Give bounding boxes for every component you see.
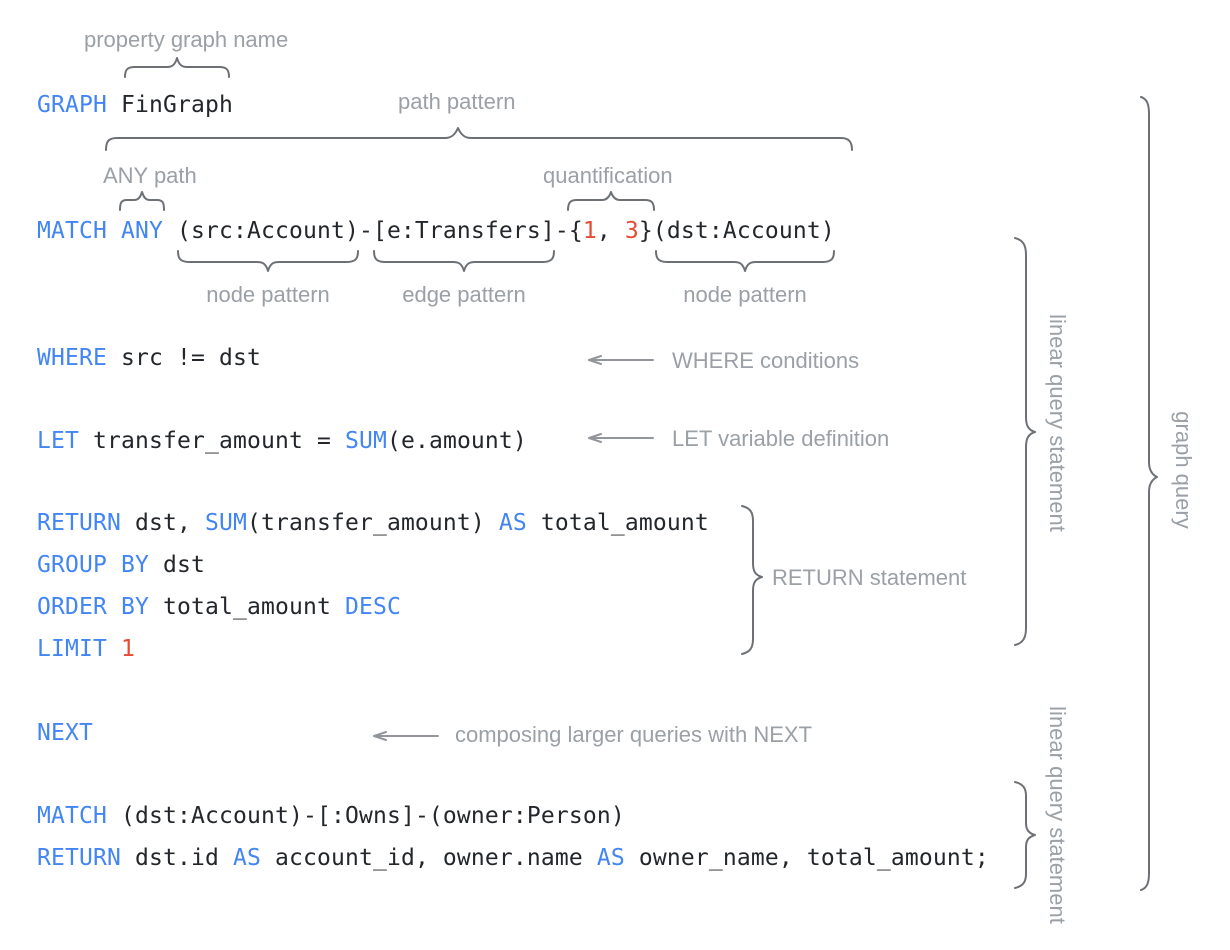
label-edge-pattern: edge pattern — [402, 282, 526, 307]
code-segment-num: 1 — [121, 636, 135, 662]
code-segment-kw: SUM — [344, 428, 387, 454]
code-segment-tx: (e.amount) — [386, 428, 527, 454]
arrow-composing-next — [373, 731, 439, 741]
brace-path-pattern — [105, 127, 853, 151]
brace-linear-query-statement-1 — [1014, 237, 1036, 646]
code-segment-kw: LIMIT — [37, 636, 107, 662]
code-segment-tx: FinGraph — [107, 92, 233, 118]
code-line-return-2: RETURN dst.id AS account_id, owner.name … — [37, 847, 989, 870]
code-segment-kw: GRAPH — [37, 92, 107, 118]
label-linear-query-statement-1: linear query statement — [1045, 314, 1070, 532]
label-path-pattern: path pattern — [398, 89, 516, 114]
label-property-graph-name: property graph name — [84, 27, 289, 52]
code-line-let: LET transfer_amount = SUM(e.amount) — [37, 430, 527, 453]
code-segment-tx: dst, — [120, 510, 205, 536]
code-segment-tx: dst.id — [120, 845, 233, 871]
code-segment-kw: AS — [498, 510, 527, 536]
code-segment-tx: total_amount — [526, 510, 709, 536]
label-quantification: quantification — [543, 163, 673, 188]
code-segment-tx: , — [596, 218, 625, 244]
code-line-return: RETURN dst, SUM(transfer_amount) AS tota… — [37, 512, 709, 535]
label-graph-query: graph query — [1171, 411, 1196, 529]
code-segment-num: 3 — [624, 218, 639, 244]
code-segment-kw: ORDER BY — [37, 594, 149, 620]
code-segment-tx — [107, 636, 121, 662]
code-line-order-by: ORDER BY total_amount DESC — [37, 596, 401, 619]
code-segment-tx: (transfer_amount) — [246, 510, 499, 536]
brace-edge-pattern — [373, 250, 555, 272]
code-line-match-2: MATCH (dst:Account)-[:Owns]-(owner:Perso… — [37, 805, 625, 828]
code-line-group-by: GROUP BY dst — [37, 554, 205, 577]
brace-graph-query — [1140, 96, 1158, 891]
code-line-where: WHERE src != dst — [37, 347, 261, 370]
code-segment-kw: MATCH ANY — [37, 218, 163, 244]
label-any-path: ANY path — [103, 163, 197, 188]
code-segment-tx: (src:Account)-[e:Transfers]-{ — [162, 218, 583, 244]
code-line-match: MATCH ANY (src:Account)-[e:Transfers]-{1… — [37, 220, 835, 243]
label-return-statement: RETURN statement — [772, 565, 967, 590]
arrow-let-variable-definition — [588, 433, 654, 443]
code-segment-kw: MATCH — [37, 803, 107, 829]
code-segment-kw: RETURN — [37, 510, 121, 536]
label-linear-query-statement-2: linear query statement — [1045, 706, 1070, 924]
code-line-limit: LIMIT 1 — [37, 638, 135, 661]
code-segment-tx: transfer_amount = — [79, 428, 345, 454]
code-segment-kw: AS — [232, 845, 261, 871]
label-node-pattern-dst: node pattern — [683, 282, 807, 307]
code-segment-tx: account_id, owner.name — [260, 845, 597, 871]
code-segment-tx: owner_name, total_amount; — [624, 845, 989, 871]
code-segment-tx: src != dst — [107, 345, 261, 371]
label-let-variable-definition: LET variable definition — [672, 426, 890, 451]
code-line-graph: GRAPH FinGraph — [37, 94, 233, 117]
code-segment-tx: (dst:Account)-[:Owns]-(owner:Person) — [107, 803, 625, 829]
label-composing-next: composing larger queries with NEXT — [455, 722, 813, 747]
brace-linear-query-statement-2 — [1014, 781, 1036, 889]
brace-node-pattern-src — [177, 250, 359, 272]
code-segment-kw: WHERE — [37, 345, 107, 371]
code-segment-num: 1 — [582, 218, 597, 244]
code-segment-kw: DESC — [344, 594, 401, 620]
code-segment-kw: GROUP BY — [37, 552, 149, 578]
brace-quantification — [567, 191, 655, 211]
code-segment-tx: total_amount — [148, 594, 345, 620]
brace-return-statement — [741, 505, 763, 655]
code-segment-kw: NEXT — [37, 720, 93, 746]
code-segment-kw: LET — [37, 428, 79, 454]
brace-property-graph-name — [124, 57, 230, 78]
label-where-conditions: WHERE conditions — [672, 348, 860, 373]
brace-node-pattern-dst — [655, 250, 835, 272]
code-segment-kw: AS — [596, 845, 625, 871]
code-segment-tx: }(dst:Account) — [638, 218, 835, 244]
code-segment-tx: dst — [148, 552, 205, 578]
arrow-where-conditions — [588, 355, 654, 365]
code-line-next: NEXT — [37, 722, 93, 745]
brace-any-path — [119, 191, 165, 211]
code-segment-kw: SUM — [204, 510, 247, 536]
code-segment-kw: RETURN — [37, 845, 121, 871]
label-node-pattern-src: node pattern — [206, 282, 330, 307]
